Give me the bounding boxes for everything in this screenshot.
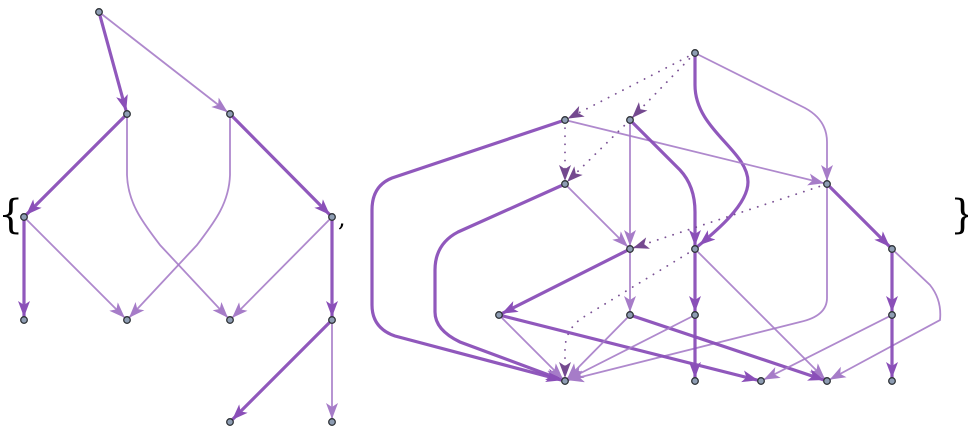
open-brace: { <box>0 192 24 238</box>
graph-1-edge-C-G <box>126 113 231 321</box>
graph-1-node-C <box>226 110 234 118</box>
graph-2-node-j <box>691 311 699 319</box>
graph-2-edge-a-l <box>370 118 567 383</box>
graph-2-edge-a-d <box>564 119 828 186</box>
graph-2-node-g <box>888 245 896 253</box>
graph-2-node-a <box>561 116 569 124</box>
graph-2-node-h <box>495 311 503 319</box>
graph-2-node-n <box>757 377 765 385</box>
graph-2-node-i <box>626 311 634 319</box>
graph-2-edge-R-f <box>693 51 750 249</box>
graph-1-node-E <box>328 213 336 221</box>
graph-1-edge-B-D <box>22 112 129 219</box>
graph-1-edge-B-H <box>126 113 231 321</box>
graph-2-edge-c-e <box>564 183 631 250</box>
graph-1-edge-E-H <box>229 216 333 321</box>
graph-2-edge-g-o <box>826 248 942 382</box>
graph-1-node-J <box>226 418 234 426</box>
graph-2-edge-b-c <box>564 119 631 185</box>
graph-1-edge-D-G <box>23 216 128 321</box>
graph-2-node-b <box>626 116 634 124</box>
graph-2-edge-R-b <box>629 52 696 121</box>
graph-2-edge-c-l <box>433 182 567 383</box>
graph-2-node-d <box>823 180 831 188</box>
graph-2-edge-i-o <box>628 313 829 383</box>
graph-2-node-f <box>691 245 699 253</box>
graph-2-edge-f-o <box>694 248 828 382</box>
close-brace: } <box>950 195 968 235</box>
graph-1-node-I <box>328 316 336 324</box>
graph-1-node-F <box>20 316 28 324</box>
graph-1-node-K <box>328 418 336 426</box>
graph-2-node-m <box>691 377 699 385</box>
graph-2-node-o <box>823 377 831 385</box>
graph-2-node-c <box>561 180 569 188</box>
graph-2-edge-j-l <box>564 314 696 382</box>
graph-1-node-A <box>95 8 103 16</box>
graph-1-edge-A-B <box>97 10 129 116</box>
graph-1-node-D <box>20 213 28 221</box>
graph-2-edge-f-l <box>559 248 696 382</box>
graph-2-node-k <box>888 311 896 319</box>
graph-1-node-H <box>226 316 234 324</box>
graph-2-edge-e-h <box>497 247 632 317</box>
graph-1-node-G <box>123 316 131 324</box>
graph-2-edge-R-d <box>694 52 833 185</box>
graph-1-edge-A-C <box>98 11 231 115</box>
graph-2-edge-d-g <box>825 182 894 251</box>
graph-1-edge-I-J <box>228 318 334 424</box>
graph-2-edge-k-n <box>760 314 893 382</box>
graph-2-node-l <box>561 377 569 385</box>
graph-2-edge-R-a <box>564 52 696 121</box>
graph-2-edge-d-l <box>564 183 828 383</box>
graph-1-edge-C-E <box>228 112 334 219</box>
graph-2-edge-h-l <box>498 314 566 382</box>
list-separator: , <box>338 204 346 232</box>
graph-2-edge-b-f <box>628 118 701 251</box>
graph-2-node-e <box>626 245 634 253</box>
graph-1-node-B <box>123 110 131 118</box>
graph-2-node-p <box>888 377 896 385</box>
graph-2-edge-i-l <box>564 314 631 382</box>
graph-2-node-R <box>691 49 699 57</box>
